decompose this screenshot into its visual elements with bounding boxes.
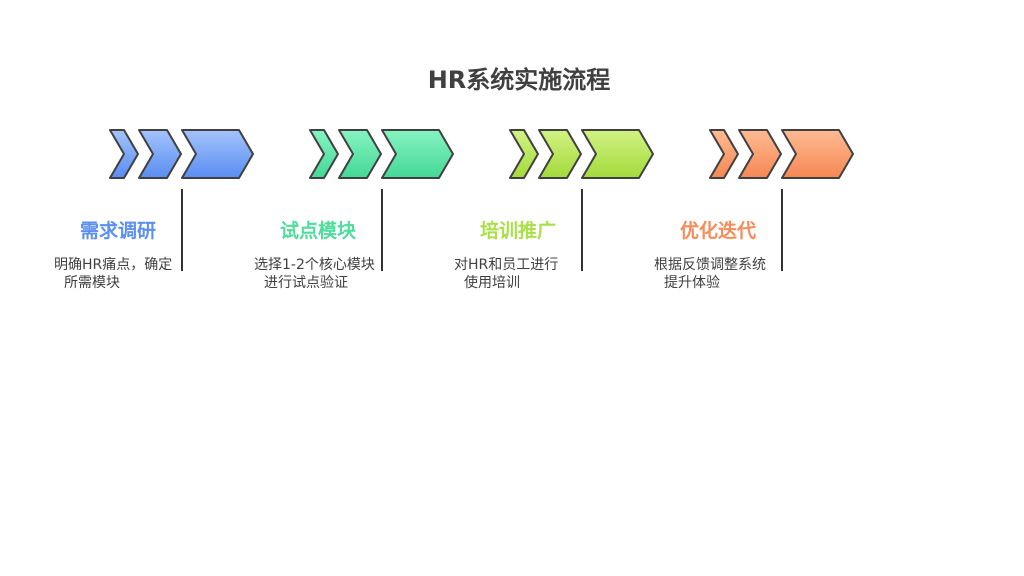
step-3-title: 培训推广 (479, 220, 556, 242)
chevron-small (509, 129, 539, 179)
step-1-desc-line2: 所需模块 (64, 275, 120, 291)
chevron-medium (138, 129, 182, 179)
step-2-title: 试点模块 (279, 220, 356, 242)
step-4-desc-line2: 提升体验 (664, 275, 720, 291)
chevron-small (109, 129, 139, 179)
step-2-description: 选择1-2个核心模块 进行试点验证 (254, 256, 382, 292)
step-1-divider (181, 189, 183, 271)
step-3-divider (581, 189, 583, 271)
step-2-chevrons (309, 129, 454, 179)
diagram-title: HR系统实施流程 (427, 66, 611, 94)
chevron-large (581, 129, 654, 179)
step-4-description: 根据反馈调整系统 提升体验 (654, 256, 782, 292)
step-3-chevrons (509, 129, 654, 179)
step-4-desc-line1: 根据反馈调整系统 (654, 257, 766, 273)
step-2-desc-line2: 进行试点验证 (264, 275, 348, 291)
step-3-desc-line2: 使用培训 (464, 275, 520, 291)
step-4-divider (781, 189, 783, 271)
chevron-medium (538, 129, 582, 179)
step-2-divider (381, 189, 383, 271)
step-1-title: 需求调研 (79, 220, 156, 242)
chevron-medium (338, 129, 382, 179)
step-3-desc-line1: 对HR和员工进行 (454, 257, 559, 273)
step-4-chevrons (709, 129, 854, 179)
chevron-large (781, 129, 854, 179)
chevron-medium (738, 129, 782, 179)
step-3: 培训推广 对HR和员工进行 使用培训 (454, 0, 654, 576)
step-2: 试点模块 选择1-2个核心模块 进行试点验证 (254, 0, 454, 576)
step-1-desc-line1: 明确HR痛点，确定 (54, 257, 173, 273)
step-1: 需求调研 明确HR痛点，确定 所需模块 (54, 0, 254, 576)
step-1-description: 明确HR痛点，确定 所需模块 (54, 256, 182, 292)
step-1-chevrons (109, 129, 254, 179)
chevron-small (709, 129, 739, 179)
step-3-description: 对HR和员工进行 使用培训 (454, 256, 582, 292)
chevron-small (309, 129, 339, 179)
step-2-desc-line1: 选择1-2个核心模块 (254, 257, 375, 273)
step-4: 优化迭代 根据反馈调整系统 提升体验 (654, 0, 854, 576)
chevron-large (381, 129, 454, 179)
chevron-large (181, 129, 254, 179)
step-4-title: 优化迭代 (679, 220, 756, 242)
